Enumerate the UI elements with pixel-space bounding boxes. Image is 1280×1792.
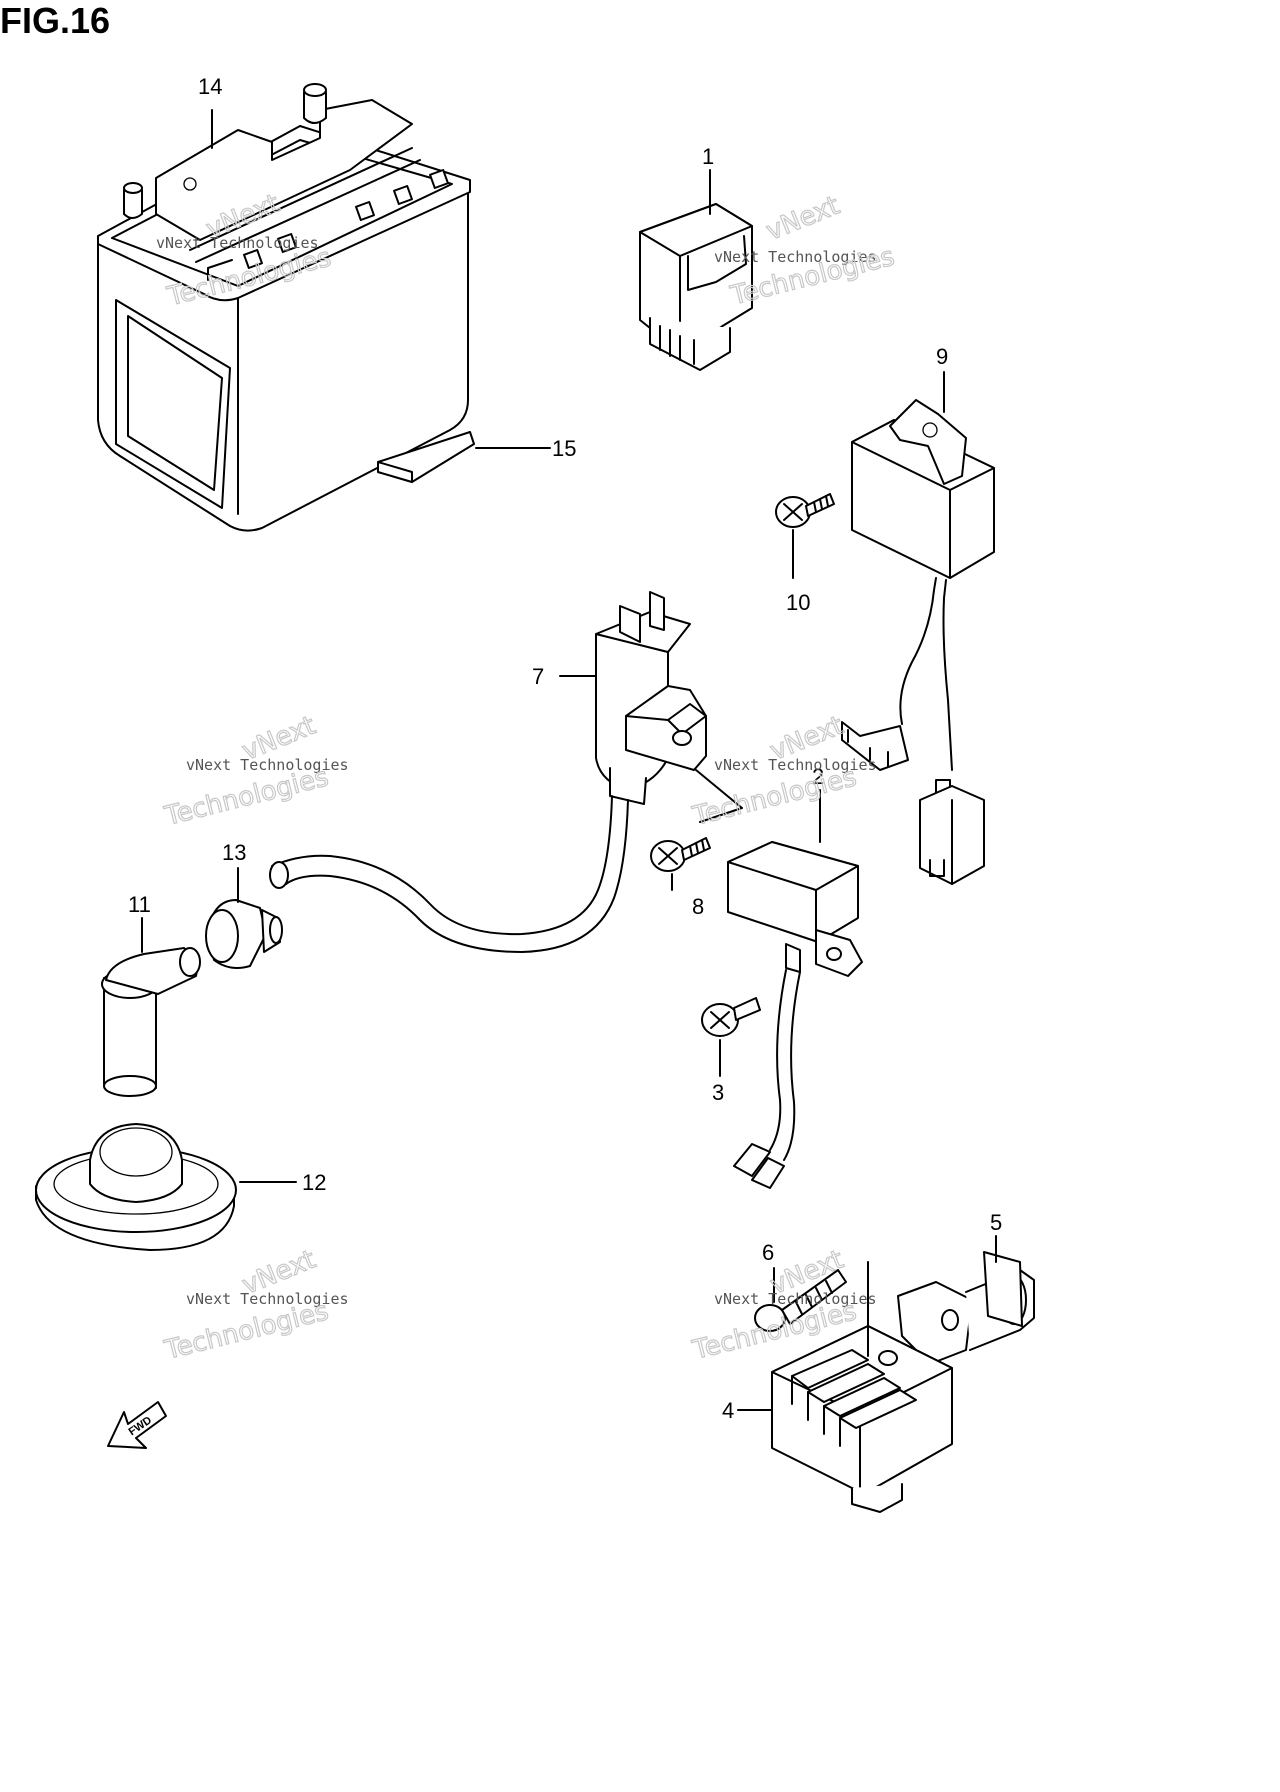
- callout-14: 14: [198, 74, 222, 99]
- callout-1: 1: [702, 144, 714, 169]
- svg-text:vNext Technologies: vNext Technologies: [186, 756, 349, 774]
- leader-lines: [141, 109, 997, 1411]
- watermark-bottom-left: vNext vNext Technologies Technologies: [161, 1244, 349, 1367]
- svg-text:vNext Technologies: vNext Technologies: [714, 1290, 877, 1308]
- callout-2: 2: [812, 764, 824, 789]
- callout-4: 4: [722, 1398, 734, 1423]
- callout-5: 5: [990, 1210, 1002, 1235]
- callout-11: 11: [128, 892, 151, 917]
- svg-text:vNext Technologies: vNext Technologies: [714, 248, 877, 266]
- regulator-part-4: [771, 1325, 953, 1513]
- callout-6: 6: [762, 1240, 774, 1265]
- high-tension-lead: [269, 795, 629, 953]
- callout-9: 9: [936, 344, 948, 369]
- svg-text:vNext Technologies: vNext Technologies: [714, 756, 877, 774]
- callout-8: 8: [692, 894, 704, 919]
- callout-labels: 1 2 3 4 5 6 7 8 9 10 11 12 13 14 15: [128, 74, 1002, 1423]
- bracket-part-5: [897, 1251, 1035, 1365]
- callout-13: 13: [222, 840, 246, 865]
- figure-title: FIG.16: [0, 0, 111, 41]
- relay-part-1: [639, 203, 753, 371]
- screw-part-8: [650, 837, 711, 872]
- battery-pad-part-15: [377, 431, 475, 483]
- noise-cap-part-13: [205, 899, 283, 969]
- plug-cover-part-12: [35, 1123, 237, 1251]
- callout-7: 7: [532, 664, 544, 689]
- condenser-part-2: [727, 841, 863, 1189]
- callout-15: 15: [552, 436, 576, 461]
- svg-text:vNext Technologies: vNext Technologies: [156, 234, 319, 252]
- watermark-top-right: vNext vNext Technologies Technologies: [714, 190, 898, 312]
- svg-text:vNext Technologies: vNext Technologies: [186, 1290, 349, 1308]
- svg-text:vNext: vNext: [762, 191, 844, 247]
- ignition-coil-part-7: [595, 591, 707, 805]
- callout-12: 12: [302, 1170, 326, 1195]
- watermark-mid-left: vNext vNext Technologies Technologies: [161, 710, 349, 833]
- callout-10: 10: [786, 590, 810, 615]
- callout-3: 3: [712, 1080, 724, 1105]
- cdi-unit-part-9: [841, 399, 995, 885]
- fwd-arrow: FWD: [107, 1401, 167, 1449]
- battery-part-14: [97, 83, 471, 532]
- bolt-part-6: [754, 1269, 847, 1332]
- screw-part-3: [701, 997, 761, 1037]
- spark-plug-cap-part-11: [101, 947, 201, 1097]
- screw-part-10: [775, 493, 835, 528]
